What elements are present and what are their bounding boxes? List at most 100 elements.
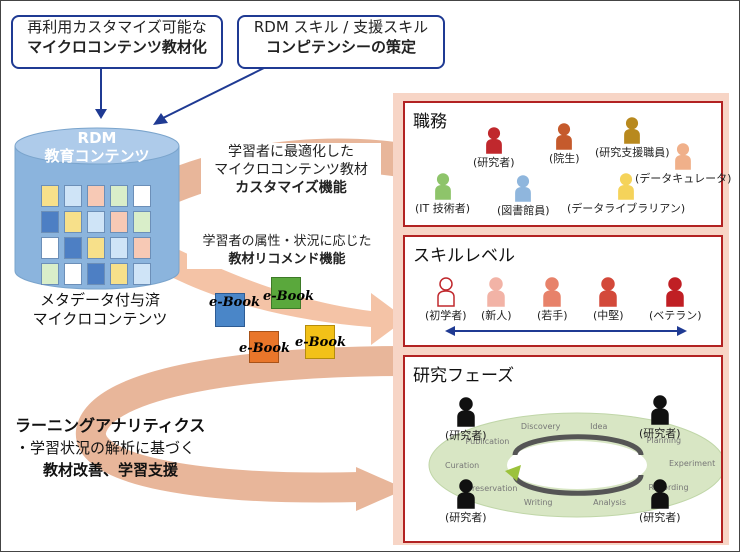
database-title: RDM 教育コンテンツ bbox=[15, 129, 179, 165]
skill-title: スキルレベル bbox=[413, 246, 515, 266]
person-figure: (データライブラリアン) bbox=[567, 173, 685, 216]
recommend-line1: 学習者の属性・状況に応じた bbox=[202, 234, 372, 249]
person-label: (研究者) bbox=[639, 511, 681, 524]
person-figure: (ベテラン) bbox=[649, 277, 702, 323]
document-icon bbox=[64, 185, 82, 207]
cycle-word: Idea bbox=[590, 421, 608, 431]
person-figure: (図書館員) bbox=[497, 175, 550, 218]
research-cycle bbox=[428, 412, 721, 518]
connector-left-head bbox=[95, 109, 107, 119]
person-label: (研究支援職員) bbox=[595, 146, 670, 159]
ebook-green bbox=[271, 277, 301, 309]
person-label: (IT 技術者) bbox=[415, 202, 471, 215]
ebook-blue bbox=[215, 293, 245, 327]
person-label: (データライブラリアン) bbox=[567, 202, 686, 215]
document-icon bbox=[133, 237, 151, 259]
person-figure: (研究者) bbox=[445, 397, 487, 443]
connector-right-head bbox=[153, 113, 168, 125]
document-icon bbox=[41, 185, 59, 207]
analytics-title: ラーニングアナリティクス bbox=[15, 416, 206, 435]
document-grid bbox=[41, 185, 161, 295]
person-figure: (研究者) bbox=[473, 127, 515, 170]
person-figure: (研究者) bbox=[639, 395, 681, 441]
document-icon bbox=[64, 237, 82, 259]
person-figure: (若手) bbox=[537, 277, 568, 323]
database-caption-2: マイクロコンテンツ bbox=[32, 310, 168, 328]
person-figure: (新人) bbox=[481, 277, 512, 323]
document-icon bbox=[64, 263, 82, 285]
document-icon bbox=[133, 211, 151, 233]
document-icon bbox=[64, 211, 82, 233]
cycle-word: Discovery bbox=[520, 422, 561, 432]
person-label: (研究者) bbox=[445, 429, 487, 442]
person-label: (図書館員) bbox=[497, 204, 550, 217]
document-icon bbox=[110, 237, 128, 259]
person-label: (研究者) bbox=[473, 156, 515, 169]
person-label: (新人) bbox=[481, 309, 512, 322]
document-icon bbox=[87, 211, 105, 233]
cycle-word: Writing bbox=[523, 498, 553, 508]
person-label: (初学者) bbox=[425, 309, 467, 322]
microcontent-line2: マイクロコンテンツ教材化 bbox=[27, 38, 207, 56]
document-icon bbox=[110, 263, 128, 285]
cycle-word: Planning bbox=[646, 436, 682, 446]
ebook-label-4: e-Book bbox=[295, 335, 347, 350]
document-icon bbox=[133, 263, 151, 285]
document-icon bbox=[87, 237, 105, 259]
cycle-word: Analysis bbox=[593, 497, 627, 507]
person-label: (中堅) bbox=[593, 309, 624, 322]
person-label: (研究者) bbox=[639, 427, 681, 440]
person-figure: (初学者) bbox=[425, 277, 467, 323]
microcontent-box: 再利用カスタマイズ可能な マイクロコンテンツ教材化 bbox=[11, 15, 223, 69]
document-icon bbox=[41, 237, 59, 259]
database-top bbox=[14, 127, 180, 165]
customize-label: 学習者に最適化した マイクロコンテンツ教材 カスタマイズ機能 bbox=[201, 143, 381, 197]
competency-box: RDM スキル / 支援スキル コンピテンシーの策定 bbox=[237, 15, 445, 69]
person-figure: (データキュレータ) bbox=[635, 143, 731, 186]
document-icon bbox=[87, 263, 105, 285]
person-figure: (研究支援職員) bbox=[595, 117, 670, 160]
ebook-label-1: e-Book bbox=[209, 295, 261, 310]
person-figure: (IT 技術者) bbox=[415, 173, 470, 216]
cycle-word: Publication bbox=[465, 436, 510, 446]
cycle-word: Preservation bbox=[467, 483, 518, 493]
phase-title: 研究フェーズ bbox=[413, 366, 515, 386]
database-title-2: 教育コンテンツ bbox=[44, 147, 150, 165]
competency-line2: コンピテンシーの策定 bbox=[265, 38, 416, 56]
ebook-label-2: e-Book bbox=[263, 289, 315, 304]
person-figure: (中堅) bbox=[593, 277, 624, 323]
customize-line1: 学習者に最適化した bbox=[228, 144, 354, 160]
database-caption-1: メタデータ付与済 bbox=[39, 291, 160, 309]
document-icon bbox=[133, 185, 151, 207]
document-icon bbox=[110, 211, 128, 233]
person-label: (ベテラン) bbox=[649, 309, 702, 322]
customize-line2: マイクロコンテンツ教材 bbox=[214, 162, 368, 178]
skill-arrow bbox=[445, 326, 687, 336]
person-label: (院生) bbox=[549, 152, 580, 165]
document-icon bbox=[41, 263, 59, 285]
customize-line3: カスタマイズ機能 bbox=[235, 180, 347, 196]
person-label: (研究者) bbox=[445, 511, 487, 524]
recommend-label: 学習者の属性・状況に応じた 教材リコメンド機能 bbox=[187, 233, 387, 269]
microcontent-line1: 再利用カスタマイズ可能な bbox=[27, 18, 207, 36]
cycle-word: Recording bbox=[648, 483, 689, 493]
analytics-text: ラーニングアナリティクス ・学習状況の解析に基づく 教材改善、学習支援 bbox=[15, 415, 275, 481]
person-figure: (院生) bbox=[549, 123, 580, 166]
document-icon bbox=[110, 185, 128, 207]
competency-line1: RDM スキル / 支援スキル bbox=[253, 18, 429, 36]
person-figure: (研究者) bbox=[445, 479, 487, 525]
database-title-1: RDM bbox=[77, 129, 117, 147]
feedback-arrow bbox=[75, 346, 407, 503]
ebook-label-3: e-Book bbox=[239, 341, 291, 356]
cycle-word: Experiment bbox=[668, 459, 716, 469]
document-icon bbox=[41, 211, 59, 233]
person-figure: (研究者) bbox=[639, 479, 681, 525]
ebook-orange bbox=[249, 331, 279, 363]
recommend-line2: 教材リコメンド機能 bbox=[228, 252, 346, 267]
skill-panel: スキルレベル (初学者) (新人) (若手) (中堅) (ベテラン) bbox=[403, 235, 723, 347]
feedback-arrow-head bbox=[356, 467, 406, 511]
cycle-word: Curation bbox=[445, 460, 480, 470]
document-icon bbox=[87, 185, 105, 207]
